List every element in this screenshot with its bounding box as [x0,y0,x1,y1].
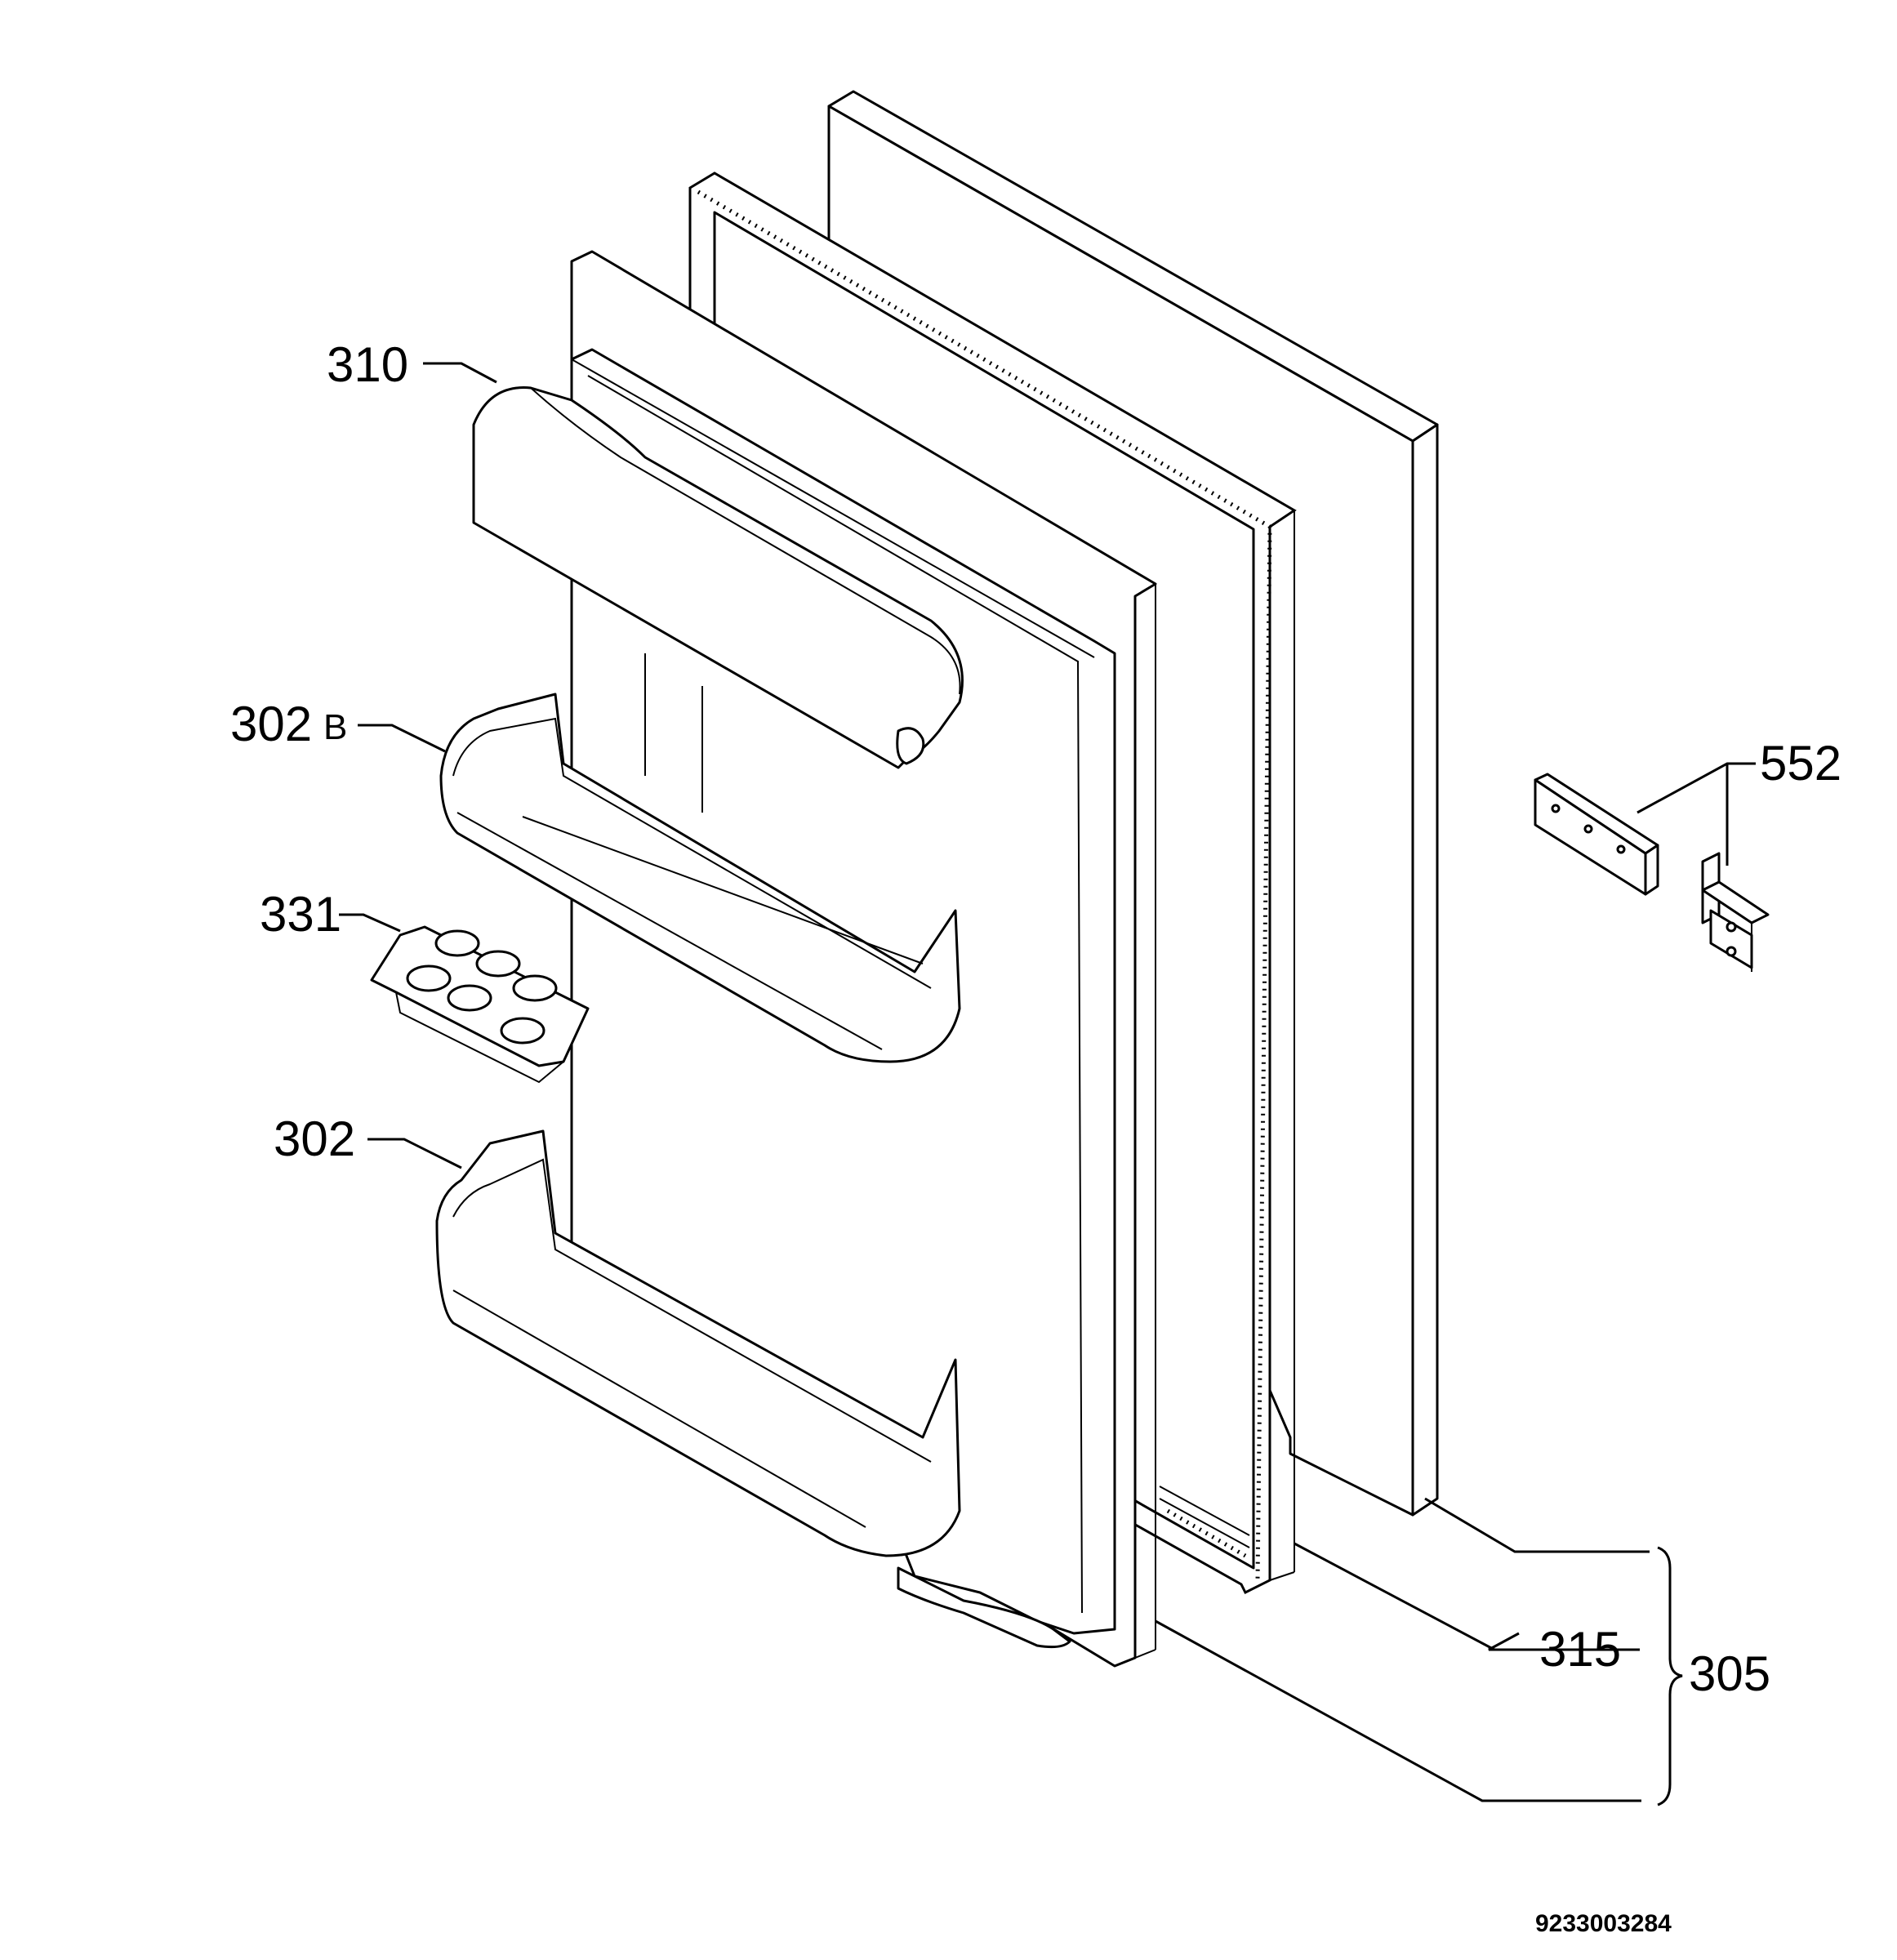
dairy-compartment-lid [472,386,964,769]
leader-552 [1636,762,1756,814]
leader-302b [358,724,446,753]
callout-552: 552 [1760,736,1841,791]
brace-305 [1657,1546,1683,1806]
callout-302: 302 [274,1111,355,1166]
hinge-bracket-plate [1534,773,1659,896]
callout-305: 305 [1689,1646,1770,1701]
upper-door-bin [439,693,961,1063]
hinge-bracket-angle [1701,852,1770,972]
document-number: 9233003284 [1535,1910,1672,1937]
callout-302b-suffix: B [323,707,347,747]
leader-315 [1488,1632,1640,1651]
egg-tray [370,925,590,1084]
leader-331 [339,913,401,933]
callout-310: 310 [327,337,408,392]
leader-310 [423,362,497,384]
lower-door-bin [435,1129,961,1557]
leader-lines [339,362,1756,1806]
callout-315: 315 [1539,1622,1621,1677]
callout-302b-number: 302 [230,697,312,751]
leader-305-top [1424,1497,1650,1553]
callout-331: 331 [260,887,341,942]
leader-302 [367,1138,462,1169]
leader-315-start [1294,1542,1495,1651]
leader-305-bottom [1155,1619,1641,1802]
